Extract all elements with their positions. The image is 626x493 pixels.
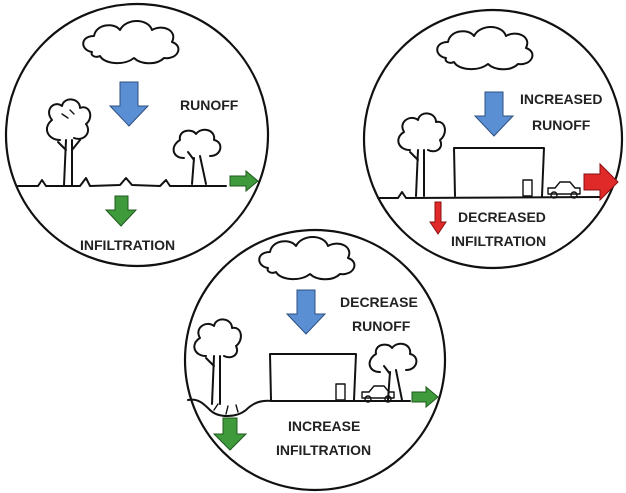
panel-natural-circle <box>4 2 270 268</box>
car-icon <box>547 181 581 199</box>
infiltration-label-line1: DECREASED <box>458 209 546 225</box>
cloud-icon <box>82 20 180 65</box>
runoff-arrow-icon <box>108 81 150 127</box>
infiltration-arrow-icon <box>104 195 138 227</box>
runoff-label-line1: DECREASE <box>340 294 418 310</box>
runoff-label-line2: RUNOFF <box>532 117 591 133</box>
runoff-label-line2: RUNOFF <box>352 318 411 334</box>
infiltration-label-line1: INCREASE <box>288 418 360 434</box>
infiltration-arrow-icon <box>212 417 248 451</box>
runoff-label-line1: INCREASED <box>520 91 602 107</box>
runoff-flow-arrow-icon <box>229 169 259 193</box>
tree-icon <box>172 128 222 185</box>
infiltration-label-line2: INFILTRATION <box>451 233 546 249</box>
ground-line <box>17 177 227 187</box>
panel-green-infrastructure: DECREASE RUNOFF INCREASE INFILTRATION <box>183 228 447 492</box>
runoff-arrow-icon <box>473 91 515 137</box>
ground-line <box>377 191 601 199</box>
runoff-arrow-icon <box>285 289 327 335</box>
infiltration-label: INFILTRATION <box>80 237 175 253</box>
building-icon <box>453 147 545 197</box>
runoff-flow-arrow-icon <box>411 385 439 409</box>
tree-icon <box>397 112 446 197</box>
decreased-infiltration-arrow-icon <box>429 201 447 235</box>
cloud-icon <box>258 236 356 281</box>
cloud-icon <box>436 26 534 71</box>
panel-developed-circle <box>362 8 624 270</box>
building-icon <box>269 353 357 401</box>
tree-icon <box>45 98 92 186</box>
panel-natural: RUNOFF INFILTRATION <box>4 2 270 268</box>
ground-swale <box>187 398 411 417</box>
tree-icon <box>193 318 242 405</box>
door-icon <box>522 179 533 197</box>
panel-green-circle <box>183 228 447 492</box>
panel-developed: INCREASED RUNOFF DECREASED INFILTRATION <box>362 8 624 270</box>
infiltration-label-line2: INFILTRATION <box>276 442 371 458</box>
increased-runoff-arrow-icon <box>583 162 619 202</box>
runoff-label: RUNOFF <box>180 97 239 113</box>
